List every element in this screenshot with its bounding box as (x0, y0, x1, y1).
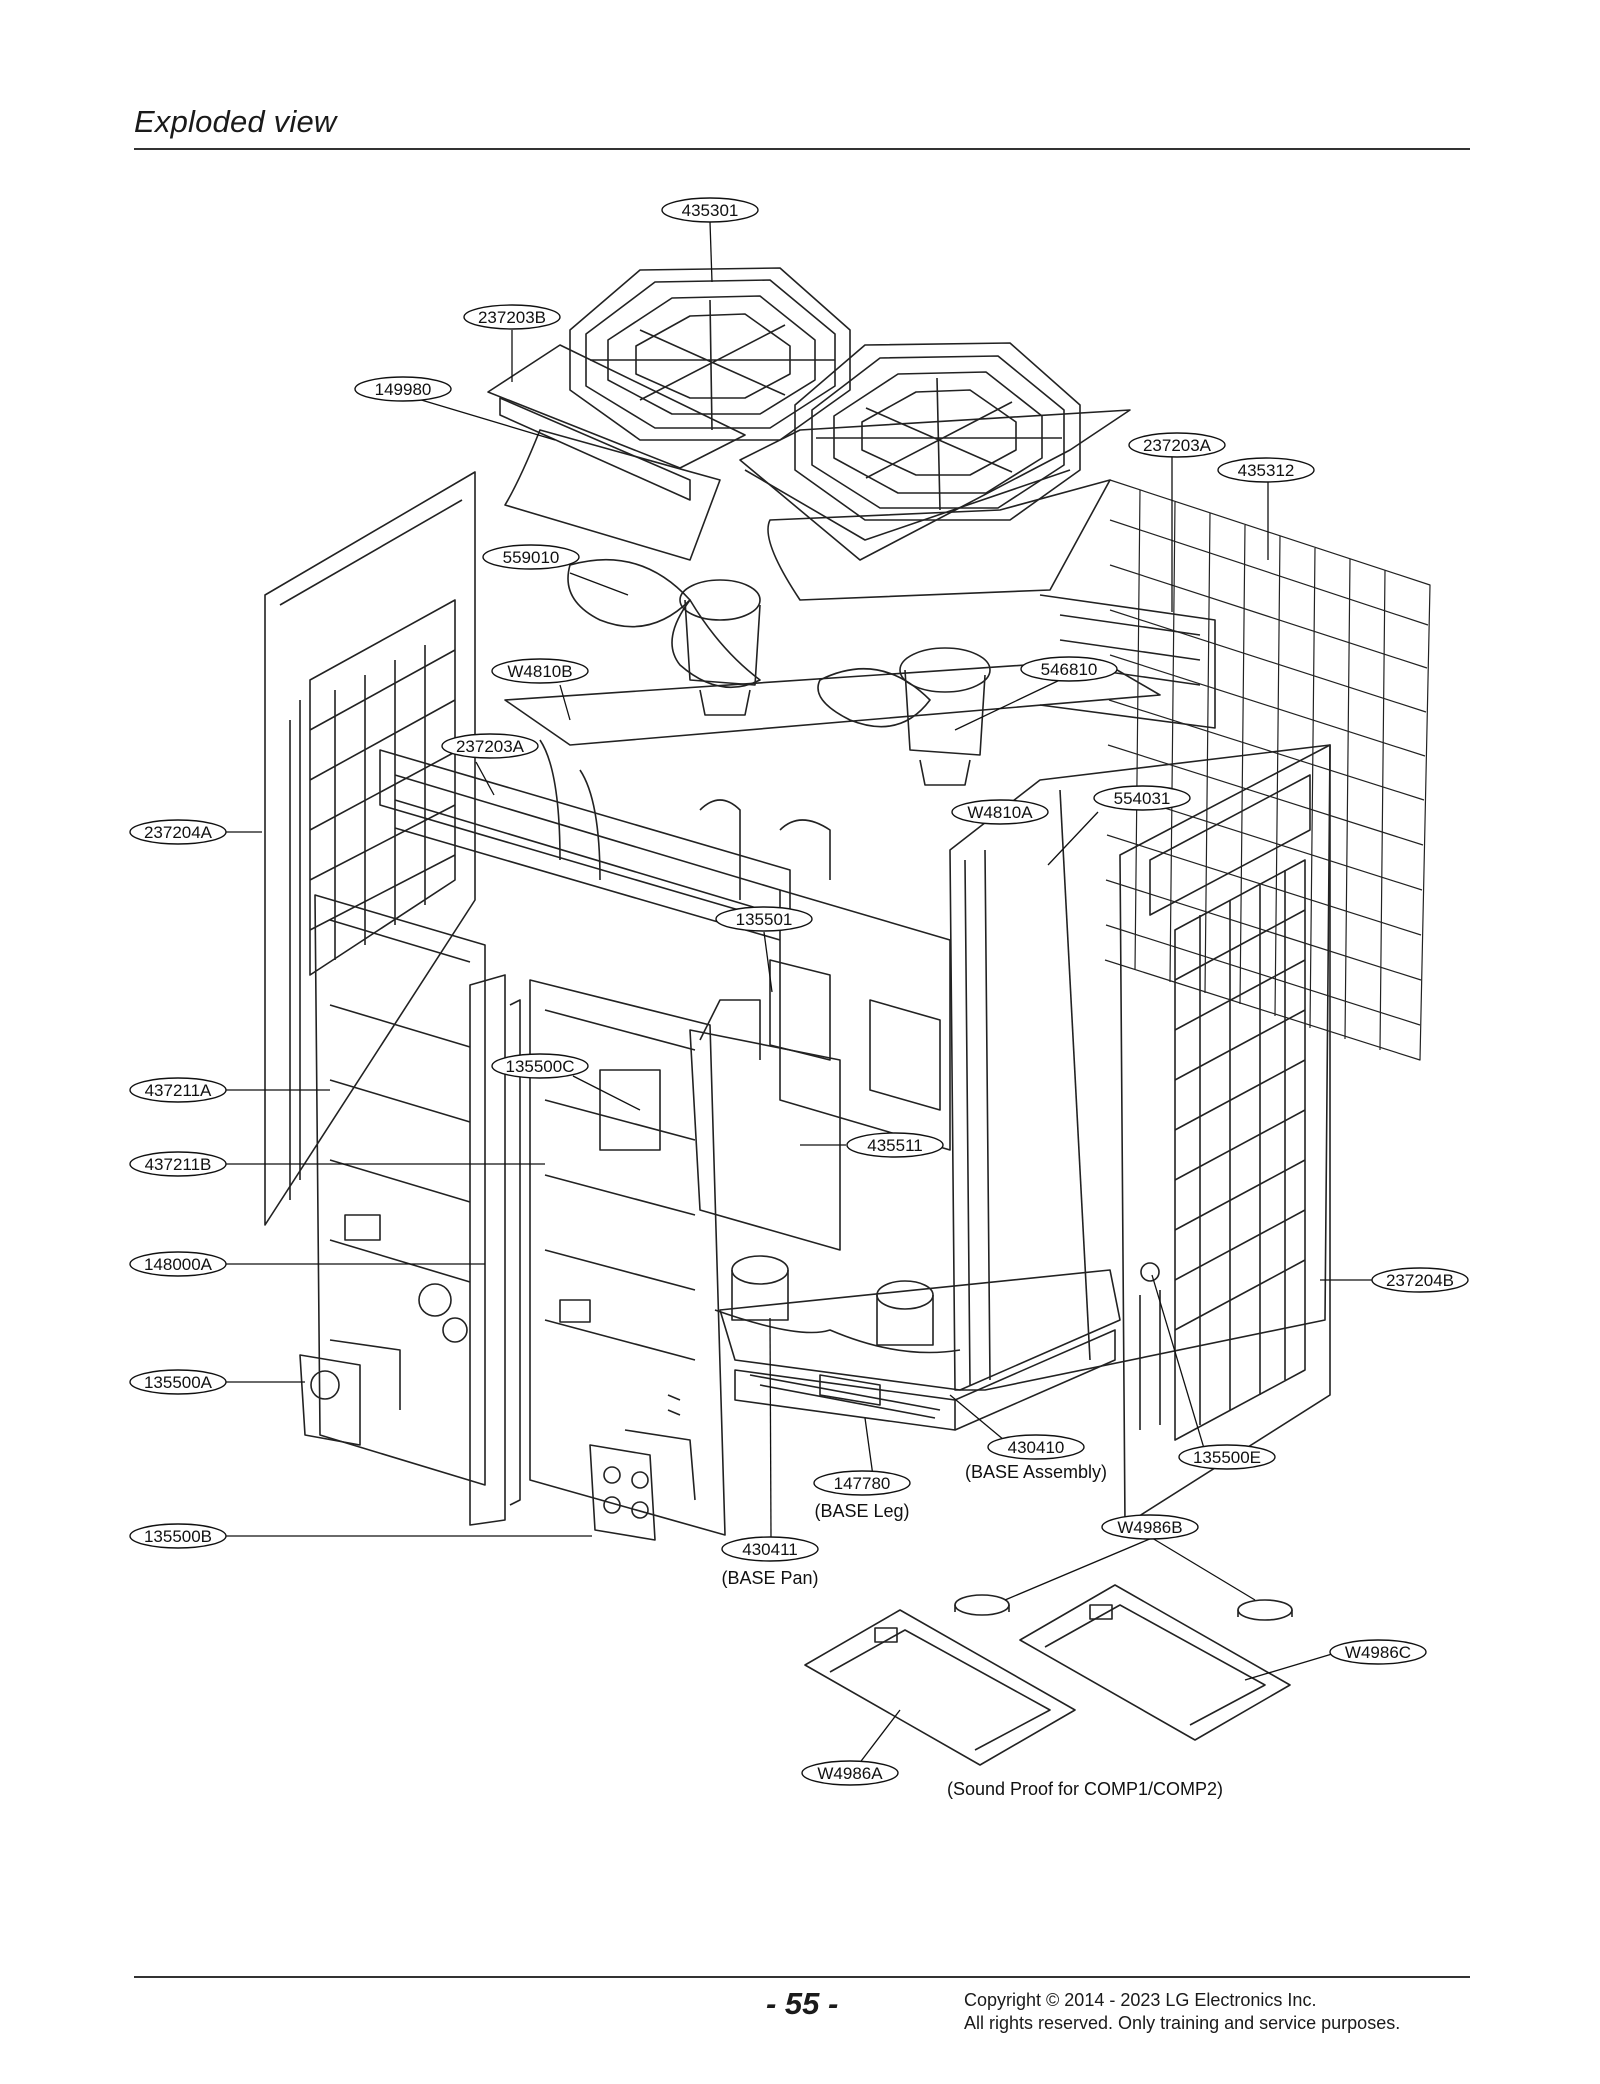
svg-text:435312: 435312 (1238, 461, 1295, 480)
copyright-line-1: Copyright © 2014 - 2023 LG Electronics I… (964, 1990, 1317, 2010)
footer-divider (134, 1976, 1470, 1978)
fan-shroud-right (767, 479, 1111, 786)
callout-135500a: 135500A (129, 1369, 227, 1395)
svg-text:435511: 435511 (867, 1136, 922, 1155)
callout-w4810a: W4810A (951, 799, 1049, 825)
callout-435511: 435511 (846, 1132, 944, 1158)
svg-text:237203B: 237203B (478, 308, 546, 327)
note-sound-proof: (Sound Proof for COMP1/COMP2) (947, 1779, 1223, 1799)
fan-guard-left (569, 267, 851, 441)
heat-exchanger (949, 744, 1331, 1391)
wire-guard-right (1104, 479, 1431, 1061)
svg-text:237204A: 237204A (144, 823, 213, 842)
svg-text:554031: 554031 (1114, 789, 1171, 808)
copyright-line-2: All rights reserved. Only training and s… (964, 2013, 1401, 2033)
note-base-pan: (BASE Pan) (721, 1568, 818, 1588)
callout-430411: 430411 (721, 1536, 819, 1562)
service-cover-b (589, 1429, 696, 1541)
svg-text:135500A: 135500A (144, 1373, 213, 1392)
callout-437211a: 437211A (129, 1077, 227, 1103)
svg-text:546810: 546810 (1041, 660, 1098, 679)
callout-135500c: 135500C (491, 1053, 589, 1079)
svg-text:430411: 430411 (742, 1540, 797, 1559)
callout-237204a: 237204A (129, 819, 227, 845)
front-center-post (469, 974, 521, 1526)
fan-guard-right (794, 342, 1081, 521)
interior-components (539, 739, 961, 1354)
callout-w4986a: W4986A (801, 1760, 899, 1786)
base-pan (719, 1269, 1121, 1431)
sound-proof-discs (954, 1594, 1293, 1621)
svg-text:135501: 135501 (736, 910, 793, 929)
header-divider (134, 148, 1470, 150)
service-cover-a (299, 1339, 401, 1446)
note-base-leg: (BASE Leg) (814, 1501, 909, 1521)
front-panel-right (529, 979, 726, 1536)
callout-237204b: 237204B (1371, 1267, 1469, 1293)
svg-text:W4986A: W4986A (817, 1764, 883, 1783)
svg-text:237204B: 237204B (1386, 1271, 1454, 1290)
side-panel-left (264, 471, 476, 1226)
callout-237203b: 237203B (463, 304, 561, 330)
callout-w4810b: W4810B (491, 658, 589, 684)
sound-proof-pad-c (1019, 1584, 1291, 1741)
control-box (689, 889, 951, 1251)
svg-text:147780: 147780 (834, 1474, 891, 1493)
page-title: Exploded view (134, 104, 337, 139)
svg-text:W4810B: W4810B (507, 662, 572, 681)
top-cover (487, 344, 1131, 561)
svg-text:W4986B: W4986B (1117, 1518, 1182, 1537)
callout-437211b: 437211B (129, 1151, 227, 1177)
callout-135500b: 135500B (129, 1523, 227, 1549)
svg-text:148000A: 148000A (144, 1255, 213, 1274)
side-panel-right (1119, 744, 1331, 1526)
svg-text:559010: 559010 (503, 548, 560, 567)
svg-text:437211B: 437211B (145, 1155, 212, 1174)
copyright-notice: Copyright © 2014 - 2023 LG Electronics I… (964, 1989, 1400, 2035)
svg-text:135500C: 135500C (505, 1057, 574, 1076)
svg-text:437211A: 437211A (145, 1081, 212, 1100)
callouts: 435301 237203B 149980 237203A 435312 559… (129, 197, 1469, 1786)
svg-text:149980: 149980 (375, 380, 432, 399)
svg-text:135500E: 135500E (1193, 1448, 1261, 1467)
svg-text:237203A: 237203A (456, 737, 525, 756)
callout-135500e: 135500E (1178, 1444, 1276, 1470)
callout-147780: 147780 (813, 1470, 911, 1496)
svg-text:W4810A: W4810A (967, 803, 1033, 822)
callout-559010: 559010 (482, 544, 580, 570)
svg-text:435301: 435301 (682, 201, 739, 220)
leader-lines (225, 221, 1372, 1774)
callout-148000a: 148000A (129, 1251, 227, 1277)
callout-149980: 149980 (354, 376, 452, 402)
svg-text:237203A: 237203A (1143, 436, 1212, 455)
callout-435301: 435301 (661, 197, 759, 223)
callout-430410: 430410 (987, 1434, 1085, 1460)
callout-554031: 554031 (1093, 785, 1191, 811)
callout-435312: 435312 (1217, 457, 1315, 483)
svg-text:135500B: 135500B (144, 1527, 212, 1546)
svg-text:430410: 430410 (1008, 1438, 1065, 1457)
front-panel-left (314, 894, 486, 1486)
callout-w4986c: W4986C (1329, 1639, 1427, 1665)
sound-proof-pad-a (804, 1609, 1076, 1766)
note-base-assembly: (BASE Assembly) (965, 1462, 1107, 1482)
callout-237203a-mid: 237203A (441, 733, 539, 759)
svg-text:W4986C: W4986C (1345, 1643, 1411, 1662)
callout-135501: 135501 (715, 906, 813, 932)
fan-shroud-left (504, 429, 761, 716)
page-number: - 55 - (766, 1986, 839, 2021)
callout-w4986b: W4986B (1101, 1514, 1199, 1540)
callout-237203a-top: 237203A (1128, 432, 1226, 458)
callout-546810: 546810 (1020, 656, 1118, 682)
annotations: (BASE Assembly) (BASE Leg) (BASE Pan) (S… (721, 1462, 1223, 1799)
